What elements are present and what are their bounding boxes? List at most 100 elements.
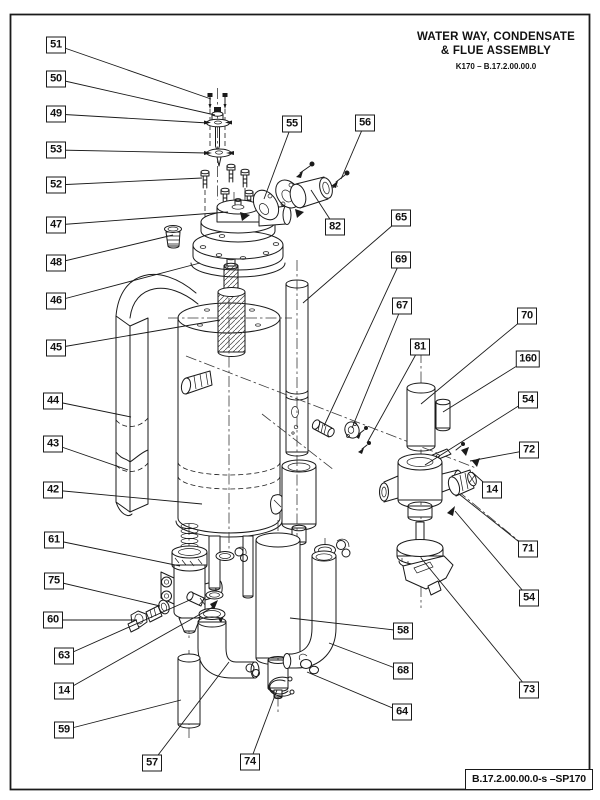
pressure-disc xyxy=(397,522,453,595)
callout-14: 14 xyxy=(482,481,502,499)
callout-69: 69 xyxy=(391,251,411,269)
callout-47: 47 xyxy=(46,216,66,234)
leader-line-45 xyxy=(56,320,220,348)
callout-75: 75 xyxy=(44,572,64,590)
leader-line-43 xyxy=(53,444,128,470)
leader-line-75 xyxy=(54,581,160,606)
leader-line-65 xyxy=(303,218,401,303)
leader-line-68 xyxy=(329,643,403,671)
callout-65: 65 xyxy=(391,209,411,227)
callout-70: 70 xyxy=(517,307,537,325)
leader-line-44 xyxy=(53,401,131,417)
callout-61: 61 xyxy=(44,531,64,549)
callout-54: 54 xyxy=(518,391,538,409)
callout-leader-lines xyxy=(53,45,529,763)
callout-46: 46 xyxy=(46,292,66,310)
leader-line-48 xyxy=(56,235,173,263)
left-elbow-pipe xyxy=(198,609,260,679)
callout-49: 49 xyxy=(46,105,66,123)
callout-43: 43 xyxy=(43,435,63,453)
flue-coupling xyxy=(282,460,316,545)
doc-code: B.17.2.00.00.0-s –SP170 xyxy=(472,773,586,785)
sensor-cluster xyxy=(311,419,371,454)
drawing-title: WATER WAY, CONDENSATE & FLUE ASSEMBLY K1… xyxy=(400,31,592,74)
title-line2: & FLUE ASSEMBLY xyxy=(440,44,552,57)
valve-assembly xyxy=(380,442,480,521)
page-border xyxy=(11,15,590,790)
callout-63: 63 xyxy=(54,647,74,665)
callout-81: 81 xyxy=(410,338,430,356)
leader-line-51 xyxy=(56,45,211,99)
leader-line-42 xyxy=(53,490,202,504)
callout-71: 71 xyxy=(518,540,538,558)
leader-line-160 xyxy=(443,359,528,412)
center-pipe xyxy=(256,533,300,699)
leader-line-56 xyxy=(341,123,365,179)
callout-50: 50 xyxy=(46,70,66,88)
flue-adapter xyxy=(240,161,350,221)
leader-line-73 xyxy=(421,558,529,690)
leader-line-59 xyxy=(64,700,181,730)
callout-59: 59 xyxy=(54,721,74,739)
dip-tubes xyxy=(206,536,253,599)
callout-48: 48 xyxy=(46,254,66,272)
leader-line-71 xyxy=(459,494,528,549)
c-clip xyxy=(269,677,294,696)
spacer-sleeve xyxy=(436,399,450,431)
leader-line-54 xyxy=(455,511,529,598)
leader-line-81 xyxy=(367,347,420,443)
leader-line-53 xyxy=(56,150,207,153)
leader-line-63 xyxy=(64,599,192,656)
leader-line-54 xyxy=(425,400,528,465)
heater-element xyxy=(218,256,245,356)
callout-55: 55 xyxy=(282,115,302,133)
callout-45: 45 xyxy=(46,339,66,357)
callout-52: 52 xyxy=(46,176,66,194)
mounting-bolts xyxy=(201,164,253,207)
callout-160: 160 xyxy=(515,350,541,368)
leader-line-57 xyxy=(152,662,229,763)
callout-73: 73 xyxy=(519,681,539,699)
callout-58: 58 xyxy=(393,622,413,640)
callout-64: 64 xyxy=(392,703,412,721)
leader-line-52 xyxy=(56,178,202,185)
callout-54: 54 xyxy=(519,589,539,607)
title-code: K170 – B.17.2.00.00.0 xyxy=(455,62,537,71)
callout-68: 68 xyxy=(393,662,413,680)
leader-line-67 xyxy=(352,306,402,428)
callout-60: 60 xyxy=(43,611,63,629)
bracket-handle xyxy=(116,274,198,515)
callout-56: 56 xyxy=(355,114,375,132)
callout-51: 51 xyxy=(46,36,66,54)
callout-44: 44 xyxy=(43,392,63,410)
doc-code-box: B.17.2.00.00.0-s –SP170 xyxy=(465,769,593,790)
callout-72: 72 xyxy=(519,441,539,459)
leader-line-64 xyxy=(307,672,402,712)
leader-line-46 xyxy=(56,263,200,301)
callout-67: 67 xyxy=(392,297,412,315)
condensate-tube xyxy=(407,383,435,451)
flange-cover xyxy=(191,199,291,277)
leader-line-49 xyxy=(56,114,208,123)
stub-pipe xyxy=(178,654,200,728)
callout-14: 14 xyxy=(54,682,74,700)
callout-57: 57 xyxy=(142,754,162,772)
leader-line-50 xyxy=(56,79,215,115)
callout-42: 42 xyxy=(43,481,63,499)
leader-line-55 xyxy=(264,124,292,199)
callout-82: 82 xyxy=(325,218,345,236)
leader-line-58 xyxy=(290,618,403,631)
leader-line-47 xyxy=(56,212,228,225)
electrode-stack xyxy=(204,93,245,222)
leader-line-69 xyxy=(324,260,401,426)
callout-74: 74 xyxy=(240,753,260,771)
leader-line-61 xyxy=(54,540,180,566)
wire-clip xyxy=(299,654,318,674)
leader-line-70 xyxy=(421,316,527,404)
leader-line-14 xyxy=(64,607,213,691)
title-line1: WATER WAY, CONDENSATE xyxy=(417,31,575,43)
leader-line-74 xyxy=(250,690,277,762)
callout-53: 53 xyxy=(46,141,66,159)
